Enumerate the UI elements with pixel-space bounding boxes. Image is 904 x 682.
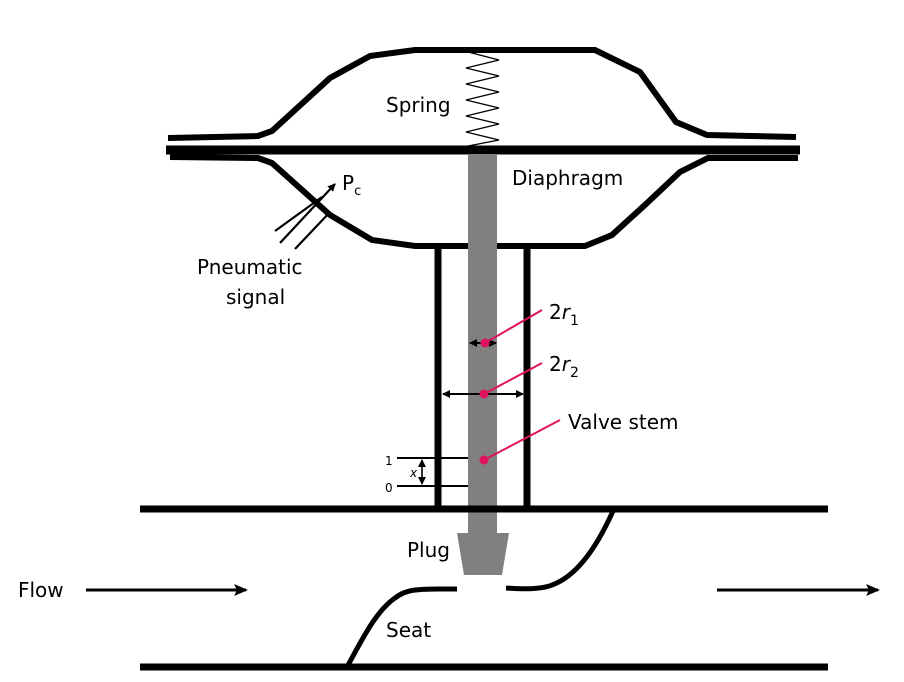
tick-1-label: 1 xyxy=(385,454,393,468)
valve-plug xyxy=(457,533,509,575)
spring-icon xyxy=(465,51,500,147)
pneumatic-line-2 xyxy=(279,183,336,244)
seat-label: Seat xyxy=(386,618,431,642)
valve-stem-label: Valve stem xyxy=(568,410,679,434)
pneumatic-signal-label-line2: signal xyxy=(226,285,285,309)
diaphragm-label: Diaphragm xyxy=(512,166,623,190)
callout-line-r1 xyxy=(484,309,543,344)
seat-right xyxy=(505,509,616,592)
callout-dot-r1 xyxy=(480,338,490,348)
r2-prefix: 2 xyxy=(549,352,562,376)
callout-dot-stem xyxy=(479,455,489,465)
pneumatic-line-1 xyxy=(274,196,323,232)
callout-line-r2 xyxy=(483,362,543,395)
pneumatic-line-3 xyxy=(294,211,331,250)
r1-sub: 1 xyxy=(570,313,579,329)
r1-var: r xyxy=(562,300,572,324)
r1-label: 2r1 xyxy=(549,300,579,329)
r2-label: 2r2 xyxy=(549,352,579,381)
r2-var: r xyxy=(562,352,572,376)
x-label: x xyxy=(409,466,418,480)
spring-label: Spring xyxy=(386,93,451,117)
callout-line-stem xyxy=(483,419,561,461)
upper-housing xyxy=(167,47,797,141)
pc-label: Pc xyxy=(342,171,361,199)
tick-0-label: 0 xyxy=(385,481,393,495)
lower-housing xyxy=(169,154,798,249)
seat-left xyxy=(344,586,457,669)
pc-main: P xyxy=(342,171,354,195)
r2-sub: 2 xyxy=(570,365,579,381)
flow-label: Flow xyxy=(18,578,64,602)
pc-subscript: c xyxy=(354,184,361,199)
plug-label: Plug xyxy=(407,538,450,562)
pneumatic-signal-label-line1: Pneumatic xyxy=(197,255,303,279)
r1-prefix: 2 xyxy=(549,300,562,324)
callout-dot-r2 xyxy=(479,389,489,399)
